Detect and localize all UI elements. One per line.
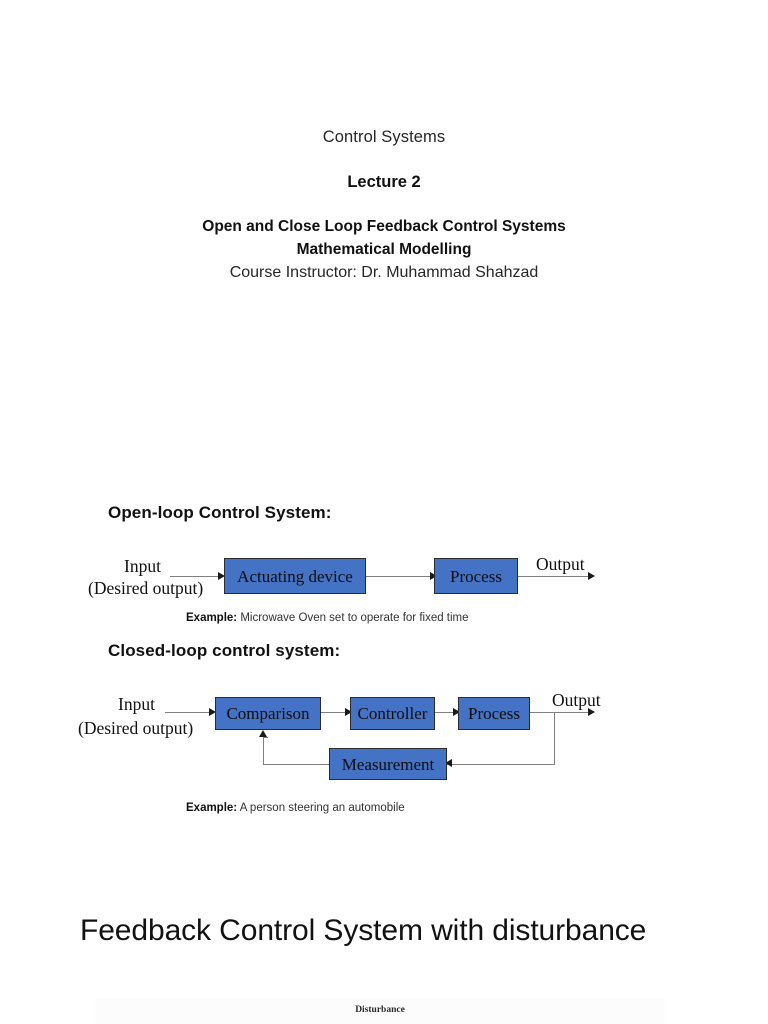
feedback-wire-from-measurement	[263, 763, 329, 765]
feedback-wire-to-measurement	[447, 763, 555, 765]
closed-loop-heading: Closed-loop control system:	[108, 641, 341, 660]
closed-loop-input-label-line2: (Desired output)	[78, 718, 194, 738]
feedback-return-corner-wire	[263, 737, 268, 739]
title-block: Control Systems Lecture 2 Open and Close…	[0, 124, 768, 285]
open-loop-input-label-line2: (Desired output)	[88, 578, 204, 598]
block-comparison: Comparison	[215, 697, 321, 730]
feedback-control-system-heading: Feedback Control System with disturbance	[80, 914, 647, 947]
closed-loop-output-wire	[530, 712, 592, 714]
disturbance-label: Disturbance	[355, 1005, 405, 1015]
closed-loop-input-label-line1: Input	[118, 694, 155, 714]
block-process-closed-loop-label: Process	[468, 704, 520, 723]
closed-loop-example-caption: Example: A person steering an automobile	[186, 802, 405, 814]
wire-controller-to-process	[435, 712, 457, 714]
closed-loop-input-wire	[165, 712, 212, 714]
closed-loop-output-label: Output	[552, 690, 601, 710]
open-loop-heading: Open-loop Control System:	[108, 503, 332, 522]
topic-line-1: Open and Close Loop Feedback Control Sys…	[202, 218, 566, 235]
open-loop-input-arrowhead	[218, 571, 225, 580]
open-loop-middle-arrowhead	[430, 571, 437, 580]
open-loop-input-wire	[170, 576, 220, 578]
open-loop-input-label-line1: Input	[124, 556, 161, 576]
arrowhead-controller-input	[345, 707, 352, 716]
open-loop-middle-wire	[366, 576, 434, 578]
arrowhead-measurement-input	[445, 759, 452, 767]
feedback-return-vertical-wire	[263, 737, 265, 764]
open-loop-output-wire	[518, 576, 592, 578]
open-loop-output-arrowhead	[588, 571, 595, 580]
block-measurement: Measurement	[329, 748, 447, 780]
block-controller: Controller	[350, 697, 435, 730]
open-loop-output-label: Output	[536, 554, 585, 574]
open-loop-example-caption: Example: Microwave Oven set to operate f…	[186, 612, 469, 624]
arrowhead-comparison-feedback-input	[259, 730, 267, 737]
closed-loop-example-text: A person steering an automobile	[239, 802, 405, 814]
block-process-open-loop: Process	[434, 558, 518, 594]
bottom-slide-partial: Disturbance	[95, 998, 665, 1024]
open-loop-example-prefix: Example:	[186, 612, 238, 624]
open-loop-example-text: Microwave Oven set to operate for fixed …	[240, 612, 469, 624]
topic-line-2: Mathematical Modelling	[296, 241, 472, 258]
instructor-line: Course Instructor: Dr. Muhammad Shahzad	[229, 264, 539, 281]
block-actuating-device-label: Actuating device	[237, 566, 353, 586]
lecture-title: Lecture 2	[347, 173, 421, 191]
wire-comparison-to-controller	[321, 712, 349, 714]
block-controller-label: Controller	[357, 704, 428, 723]
block-actuating-device: Actuating device	[224, 558, 366, 594]
closed-loop-input-arrowhead	[209, 707, 216, 716]
closed-loop-example-prefix: Example:	[186, 802, 238, 814]
block-process-closed-loop: Process	[458, 697, 530, 730]
block-comparison-label: Comparison	[226, 704, 310, 723]
closed-loop-output-arrowhead	[588, 707, 595, 716]
block-process-open-loop-label: Process	[450, 566, 502, 586]
block-measurement-label: Measurement	[341, 754, 435, 774]
course-title: Control Systems	[322, 128, 446, 146]
arrowhead-process-input	[453, 707, 460, 716]
feedback-tap-vertical-wire	[554, 712, 556, 765]
